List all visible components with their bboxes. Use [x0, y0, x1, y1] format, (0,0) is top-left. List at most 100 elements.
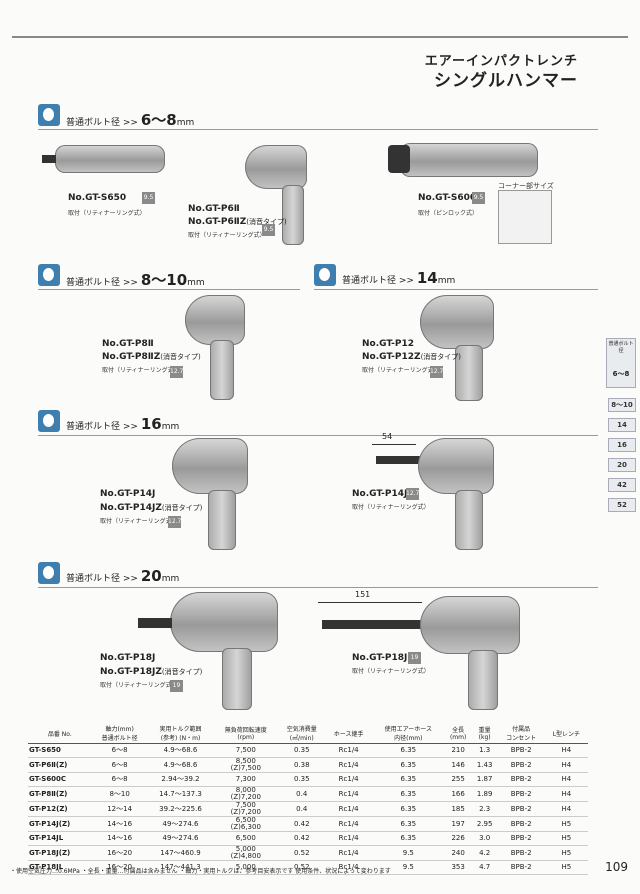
bolt-icon	[38, 264, 60, 286]
page-number: 109	[605, 860, 628, 874]
model-name-1: No.GT-P6Ⅱ	[188, 204, 240, 214]
table-cell: GT-P8Ⅱ(Z)	[28, 786, 92, 802]
table-cell: 255	[444, 772, 472, 787]
model-name-2: No.GT-P8ⅡZ(消音タイプ)	[102, 352, 201, 362]
page-subtitle: シングルハンマー	[434, 71, 578, 91]
section-label: 普通ボルト径 >> 8～10mm	[66, 271, 205, 289]
model-name: No.GT-S600C	[418, 193, 483, 203]
product-image-gt-p14j	[172, 438, 248, 494]
page-title: エアーインパクトレンチ	[424, 54, 578, 69]
model-name-1: No.GT-P8Ⅱ	[102, 339, 154, 349]
table-cell: 0.38	[278, 757, 326, 773]
product-image-gt-s650	[55, 145, 165, 173]
table-cell: 6.35	[371, 831, 445, 846]
table-cell: GT-P12(Z)	[28, 801, 92, 817]
mount-note: 取付（リティナーリング式）	[352, 504, 430, 511]
column-header: ホース継手	[325, 723, 372, 744]
product-image-gt-p8	[185, 295, 245, 345]
product-image-gt-p6	[245, 145, 307, 189]
drive-size-badge: 9.5	[472, 192, 485, 204]
table-cell: 7,300	[213, 772, 279, 787]
table-header-row: 品番 No.軸力(mm) 普通ボルト径実用トルク範囲 (参考) (N・m)無負荷…	[28, 723, 588, 744]
table-cell: 12～14	[91, 801, 148, 817]
sidebar-tab-20[interactable]: 20	[608, 458, 636, 472]
table-cell: 166	[444, 786, 472, 802]
table-cell: 226	[444, 831, 472, 846]
table-cell: GT-P14J(Z)	[28, 816, 92, 832]
bolt-icon	[38, 104, 60, 126]
column-header: L型レンチ	[544, 723, 588, 744]
table-cell: 4.7	[471, 860, 498, 875]
product-grip	[455, 345, 483, 401]
table-cell: 9.5	[371, 860, 445, 875]
bolt-icon	[314, 264, 336, 286]
drive-size-badge: 19	[408, 652, 421, 664]
table-cell: 0.4	[278, 801, 326, 817]
section-header-14: 普通ボルト径 >> 14mm	[314, 264, 598, 290]
table-cell: 0.35	[278, 772, 326, 787]
table-cell: BPB-2	[497, 801, 545, 817]
table-cell: 185	[444, 801, 472, 817]
section-label: 普通ボルト径 >> 20mm	[66, 567, 180, 585]
table-cell: 2.95	[471, 816, 498, 832]
table-cell: 197	[444, 816, 472, 832]
corner-size-diagram	[498, 190, 552, 244]
section-header-20: 普通ボルト径 >> 20mm	[38, 562, 598, 588]
model-name: No.GT-P14JL	[352, 489, 414, 499]
table-cell: 0.52	[278, 860, 326, 875]
table-cell: 4.9～68.6	[147, 743, 214, 758]
product-image-gt-p18j	[170, 592, 278, 652]
table-cell: BPB-2	[497, 860, 545, 875]
product-image-gt-p14jl	[418, 438, 494, 494]
table-cell: 9.5	[371, 845, 445, 861]
sidebar-tab-14[interactable]: 14	[608, 418, 636, 432]
table-cell: 1.87	[471, 772, 498, 787]
section-label: 普通ボルト径 >> 16mm	[66, 415, 180, 433]
sidebar-active-tab[interactable]: 普通ボルト径 6～8	[606, 338, 636, 388]
table-cell: 0.4	[278, 786, 326, 802]
column-header: 品番 No.	[28, 723, 92, 744]
anvil	[138, 618, 172, 628]
sidebar-tab-52[interactable]: 52	[608, 498, 636, 512]
sidebar-label: 普通ボルト径	[608, 341, 634, 354]
sidebar-tab-16[interactable]: 16	[608, 438, 636, 452]
table-cell: 7,500 (Z)7,200	[213, 801, 279, 817]
drive-size-badge: 12.7	[430, 366, 443, 378]
column-header: 無負荷回転速度 (rpm)	[213, 723, 279, 744]
mount-note: 取付（リティナーリング式）	[188, 232, 266, 239]
table-cell: GT-S650	[28, 743, 92, 758]
table-cell: 6.35	[371, 816, 445, 832]
table-cell: H4	[544, 757, 588, 773]
sidebar-tab-8-10[interactable]: 8～10	[608, 398, 636, 412]
table-cell: H5	[544, 816, 588, 832]
angle-head	[388, 145, 410, 173]
table-cell: 3.0	[471, 831, 498, 846]
sidebar-active-size: 6～8	[612, 370, 630, 378]
product-image-gt-p12	[420, 295, 494, 349]
table-cell: H5	[544, 845, 588, 861]
model-name-2: No.GT-P6ⅡZ(消音タイプ)	[188, 217, 287, 227]
mount-note: 取付（リティナーリング式）	[68, 210, 146, 217]
table-cell: 8～10	[91, 786, 148, 802]
table-cell: 49～274.6	[147, 816, 214, 832]
table-cell: 6～8	[91, 743, 148, 758]
column-header: 使用エアーホース 内径(mm)	[371, 723, 445, 744]
mount-note: 取付（リティナーリング式）	[362, 367, 440, 374]
drive-size-badge: 9.5	[262, 224, 275, 236]
model-name: No.GT-S650	[68, 193, 127, 203]
mount-note: 取付（リティナーリング式）	[100, 518, 178, 525]
mount-note: 取付（ピンロック式）	[418, 210, 479, 217]
sidebar-tab-42[interactable]: 42	[608, 478, 636, 492]
column-header: 空気消費量 (㎥/min)	[278, 723, 326, 744]
table-cell: Rc1/4	[325, 757, 372, 773]
section-label: 普通ボルト径 >> 6～8mm	[66, 111, 195, 129]
table-cell: 14～16	[91, 831, 148, 846]
mount-note: 取付（リティナーリング式）	[100, 682, 178, 689]
table-cell: BPB-2	[497, 831, 545, 846]
extended-anvil	[376, 456, 420, 464]
table-cell: 2.94～39.2	[147, 772, 214, 787]
drive-size-badge: 9.5	[142, 192, 155, 204]
